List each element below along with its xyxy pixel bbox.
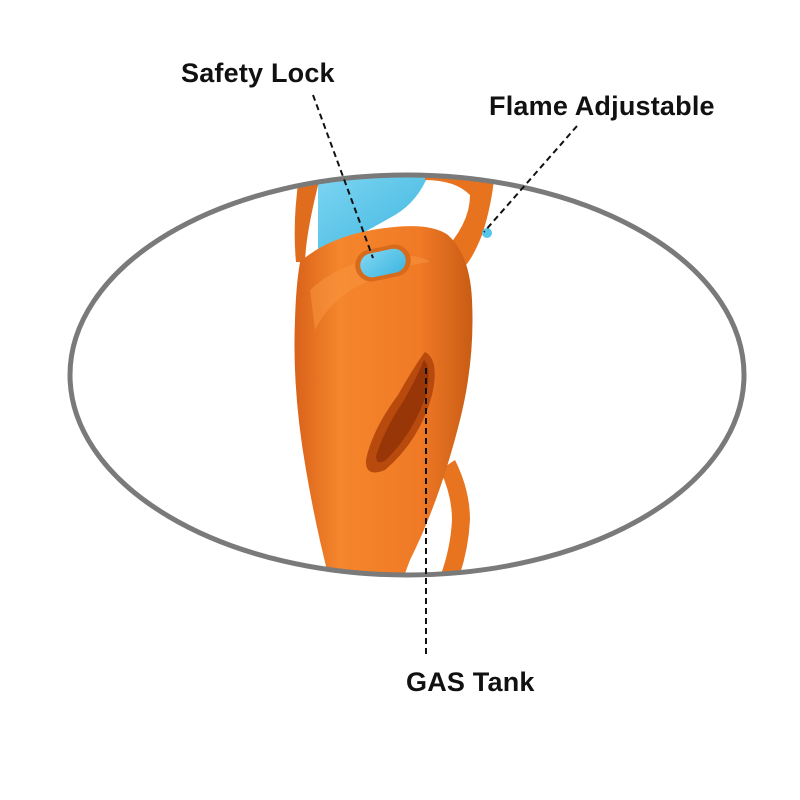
blue-cap <box>318 175 430 250</box>
flame-adjuster <box>482 228 492 238</box>
lower-prong <box>430 460 470 575</box>
safety-lock-leader <box>312 94 374 259</box>
outer-frame <box>294 175 322 262</box>
flame-adjustable-label: Flame Adjustable <box>489 91 715 121</box>
gas-tank-label: GAS Tank <box>406 667 535 697</box>
right-arm <box>425 175 495 270</box>
safety-lock-label: Safety Lock <box>181 58 335 88</box>
flame-adjustable-leader <box>483 125 578 233</box>
lighter-illustration <box>294 175 495 575</box>
zoom-ellipse <box>67 172 747 578</box>
lighter-body <box>294 226 473 575</box>
